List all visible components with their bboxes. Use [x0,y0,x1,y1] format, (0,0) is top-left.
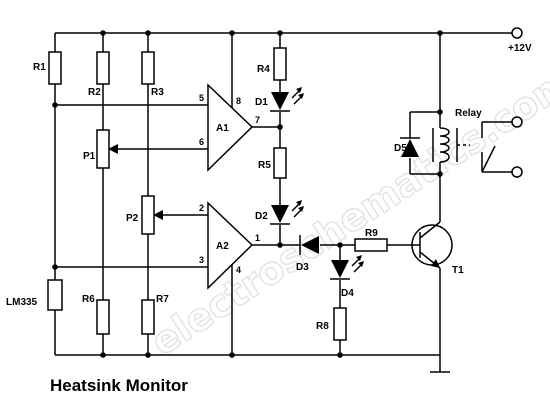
label-r5: R5 [258,160,271,171]
resistor-r5 [273,147,287,179]
label-r9: R9 [365,228,378,239]
wiring [54,32,512,373]
pin-a2-4: 4 [236,265,241,275]
sensor-lm335 [47,279,63,311]
diagram-title: Heatsink Monitor [50,376,188,395]
opamp-a2 [207,201,254,290]
pin-a1-7: 7 [255,115,260,125]
resistor-r1 [48,51,62,85]
relay-terminal-2 [511,166,523,178]
label-supply: +12V [508,43,532,54]
pin-a1-8: 8 [236,96,241,106]
junctions [52,30,443,358]
potentiometer-p2 [141,195,155,235]
label-p2: P2 [126,213,139,224]
label-relay: Relay [455,108,482,119]
label-r7: R7 [156,294,169,305]
label-r8: R8 [316,321,329,332]
resistor-r3 [141,51,155,85]
terminals [511,27,523,178]
label-p1: P1 [83,151,96,162]
label-r4: R4 [257,64,270,75]
p1-wiper-arrow-icon [108,144,118,154]
resistor-r8 [333,307,347,341]
potentiometer-p1 [96,129,110,169]
resistor-r4 [273,47,287,81]
component-labels: R1 R2 R3 R4 R5 R6 R7 R8 R9 P1 P2 D1 D2 D… [6,43,532,332]
led-d4-icon [330,255,364,280]
led-d2-icon [270,200,304,225]
label-r1: R1 [33,62,46,73]
label-d3: D3 [296,262,309,273]
label-d4: D4 [341,288,354,299]
resistor-r9 [354,238,388,252]
diode-d3-icon [293,235,319,255]
resistor-r7 [141,299,155,335]
supply-terminal [511,27,523,39]
pin-a1-6: 6 [199,137,204,147]
pin-a2-2: 2 [199,203,204,213]
label-r6: R6 [82,294,95,305]
label-t1: T1 [452,265,464,276]
label-r3: R3 [151,87,164,98]
pin-a1-5: 5 [199,93,204,103]
relay-terminal-1 [511,116,523,128]
label-r2: R2 [88,87,101,98]
resistor-r6 [96,299,110,335]
opamp-a1 [207,83,254,172]
label-a2: A2 [216,241,229,252]
label-lm335: LM335 [6,297,38,308]
label-d2: D2 [255,211,268,222]
led-d1-icon [270,87,304,112]
diode-d5-icon [400,137,420,157]
label-a1: A1 [216,123,229,134]
p2-wiper-arrow-icon [153,210,163,220]
resistor-r2 [96,51,110,85]
transistor-t1-icon [411,221,453,269]
relay-coil-icon [432,112,470,174]
label-d1: D1 [255,97,268,108]
pin-a2-1: 1 [255,233,260,243]
label-d5: D5 [394,143,407,154]
pin-a2-3: 3 [199,255,204,265]
